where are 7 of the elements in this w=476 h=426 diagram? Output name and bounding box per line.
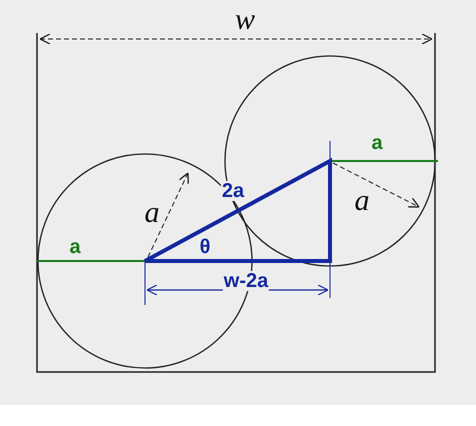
radius-label: a [354, 186, 370, 216]
dimension-label: w [235, 5, 255, 35]
length-label: 2a [220, 181, 246, 201]
radius-label: a [144, 198, 160, 228]
length-label: a [371, 133, 383, 153]
dimension-label: w-2a [222, 271, 270, 291]
length-label: a [69, 237, 81, 257]
